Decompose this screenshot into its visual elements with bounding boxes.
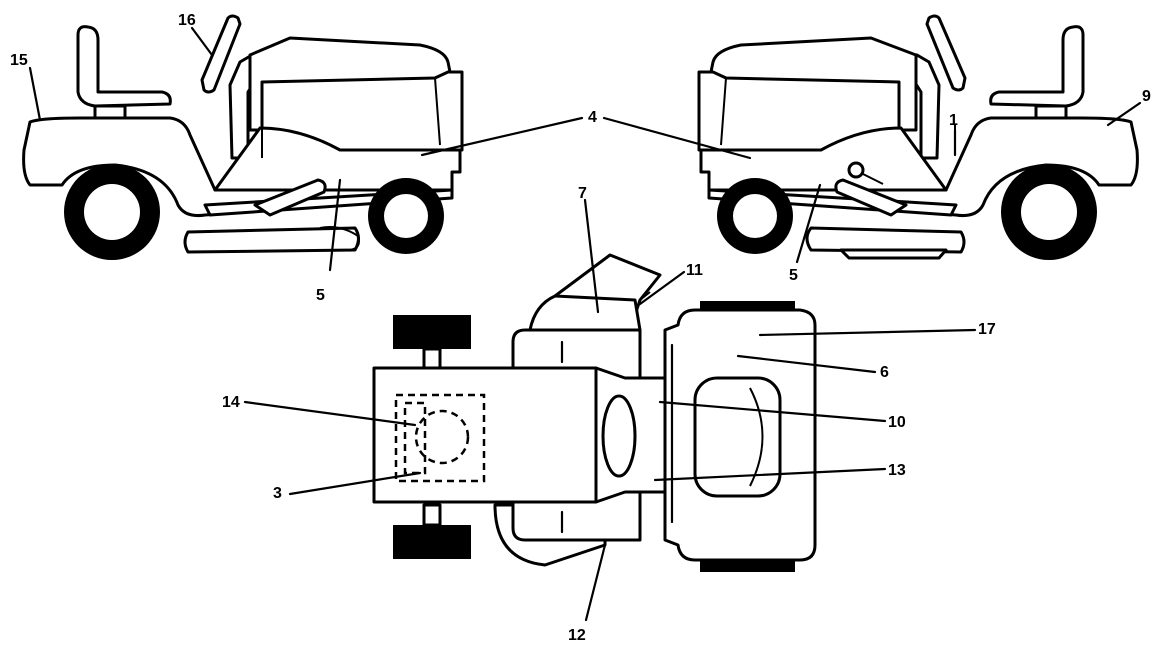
callout-11: 11: [686, 262, 703, 279]
seat-support: [93, 104, 127, 120]
callout-16: 16: [178, 12, 196, 29]
frame: [213, 126, 462, 192]
pedal: [253, 178, 327, 217]
deck-cable: [319, 226, 360, 251]
rear-tire-top-left: [393, 315, 471, 349]
tractor-left-side-view: [22, 14, 464, 260]
callout-10: 10: [888, 414, 906, 431]
front-hub-left: [384, 194, 428, 238]
steering-hub-top: [601, 394, 637, 478]
tractor-right-side-view: [697, 14, 1139, 260]
tractor-top-view: [372, 253, 817, 572]
dashed-outline-outer: [394, 393, 486, 483]
callout-6: 6: [880, 364, 889, 381]
callout-9: 9: [1142, 88, 1151, 105]
leader-lines: [28, 26, 1142, 622]
seat: [76, 25, 172, 108]
callout-3: 3: [273, 485, 282, 502]
callout-13: 13: [888, 462, 906, 479]
callout-1: 1: [949, 112, 958, 129]
rear-tire-top-right: [393, 525, 471, 559]
callout-labels: 15 16 4 5 5 1 9 7 11 17 6 14 10 3 13 12: [10, 12, 1151, 644]
axle-upper: [422, 347, 442, 371]
callout-7: 7: [578, 185, 587, 202]
rear-hub-left: [84, 184, 140, 240]
chute-deflector: [528, 294, 642, 332]
axle-lower: [422, 503, 442, 527]
dashed-circle: [414, 409, 470, 465]
steering-wheel: [200, 14, 242, 94]
callout-17: 17: [978, 321, 996, 338]
mower-deck: [183, 226, 360, 254]
callout-12: 12: [568, 627, 586, 644]
callout-5-left: 5: [316, 287, 325, 304]
callout-14: 14: [222, 394, 240, 411]
callout-4: 4: [588, 109, 597, 126]
callout-5-right: 5: [789, 267, 798, 284]
hood-line: [434, 77, 441, 146]
callout-15: 15: [10, 52, 28, 69]
